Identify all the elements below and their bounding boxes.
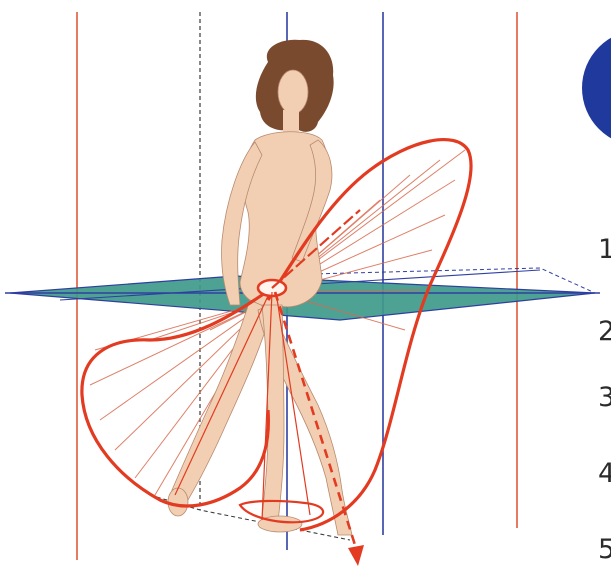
list-number-3: 3 — [598, 384, 611, 411]
face — [278, 70, 308, 114]
blue-badge — [582, 30, 611, 146]
neck — [283, 110, 299, 132]
list-number-2: 2 — [598, 318, 611, 345]
red-axis-arrow-head — [348, 545, 364, 566]
list-number-5: 5 — [598, 536, 611, 563]
foot-back — [168, 488, 188, 516]
back-leg — [171, 300, 272, 508]
standing-leg — [262, 305, 284, 522]
list-number-4: 4 — [598, 460, 611, 487]
list-number-1: 1 — [598, 236, 611, 263]
